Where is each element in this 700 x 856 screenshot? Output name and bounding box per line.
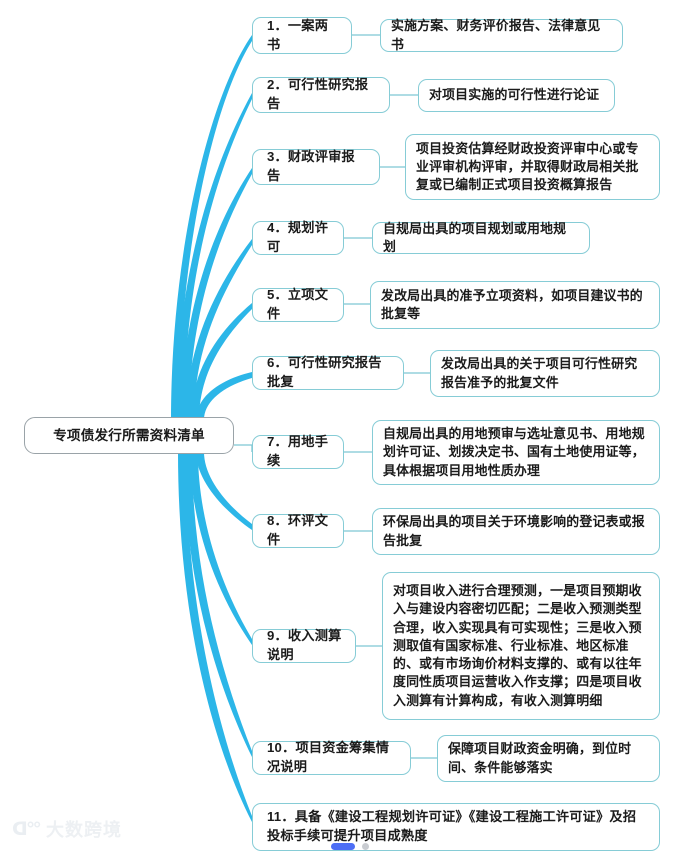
topic-node-1-label: 1．一案两书 [267, 17, 329, 52]
topic-node-10[interactable]: 10．项目资金筹集情况说明 [252, 740, 411, 775]
topic-node-6-label: 6．可行性研究报告批复 [267, 355, 382, 389]
topic-node-1[interactable]: 1．一案两书 [252, 17, 352, 54]
page-dot-1[interactable] [331, 843, 355, 850]
topic-node-9[interactable]: 9．收入测算说明 [252, 628, 356, 663]
watermark-logo-icon: ᗡ°° [12, 819, 41, 840]
watermark: ᗡ°° 大数跨境 [12, 820, 122, 839]
detail-node-5[interactable]: 发改局出具的准予立项资料，如项目建议书的批复等 [370, 281, 660, 329]
branch-curve-8 [196, 452, 252, 530]
detail-node-6[interactable]: 发改局出具的关于项目可行性研究报告准予的批复文件 [430, 350, 660, 397]
root-node[interactable]: 专项债发行所需资料清单 [24, 417, 234, 454]
detail-node-5-text: 发改局出具的准予立项资料，如项目建议书的批复等 [381, 287, 643, 321]
branch-curve-3 [181, 168, 252, 420]
detail-node-4-text: 自规局出具的项目规划或用地规划 [383, 220, 567, 254]
detail-node-1-text: 实施方案、财务评价报告、法律意见书 [391, 18, 601, 52]
detail-node-8[interactable]: 环保局出具的项目关于环境影响的登记表或报告批复 [372, 508, 660, 555]
branch-curve-4 [186, 239, 252, 420]
branch-curve-5 [191, 303, 252, 420]
page-indicator[interactable] [331, 843, 369, 850]
detail-node-4[interactable]: 自规局出具的项目规划或用地规划 [372, 220, 590, 254]
topic-node-8-label: 8．环评文件 [267, 513, 329, 547]
topic-node-9-label: 9．收入测算说明 [267, 628, 342, 662]
detail-node-2-text: 对项目实施的可行性进行论证 [429, 87, 600, 103]
detail-node-10-text: 保障项目财政资金明确，到位时间、条件能够落实 [448, 741, 632, 775]
detail-node-8-text: 环保局出具的项目关于环境影响的登记表或报告批复 [383, 514, 645, 548]
page-dot-2[interactable] [362, 843, 369, 850]
topic-node-6[interactable]: 6．可行性研究报告批复 [252, 355, 404, 390]
topic-node-11-label: 11．具备《建设工程规划许可证》《建设工程施工许可证》及招投标手续可提升项目成熟… [267, 809, 637, 843]
topic-node-5[interactable]: 5．立项文件 [252, 287, 344, 322]
detail-node-1[interactable]: 实施方案、财务评价报告、法律意见书 [380, 18, 623, 52]
watermark-label: 大数跨境 [45, 819, 122, 840]
detail-node-3-text: 项目投资估算经财政投资评审中心或专业评审机构评审，并取得财政局相关批复或已编制正… [416, 140, 639, 193]
branch-curve-6 [196, 372, 252, 420]
topic-node-10-label: 10．项目资金筹集情况说明 [267, 740, 390, 774]
link-root-7 [234, 444, 253, 452]
detail-node-10[interactable]: 保障项目财政资金明确，到位时间、条件能够落实 [437, 735, 660, 782]
detail-node-7[interactable]: 自规局出具的用地预审与选址意见书、用地规划许可证、划拨决定书、国有土地使用证等，… [372, 420, 660, 485]
branch-curve-1 [171, 35, 252, 420]
topic-node-8[interactable]: 8．环评文件 [252, 513, 344, 548]
branch-curve-9 [190, 452, 252, 645]
detail-node-9[interactable]: 对项目收入进行合理预测，一是项目预期收入与建设内容密切匹配；二是收入预测类型合理… [382, 572, 660, 720]
root-node-label: 专项债发行所需资料清单 [53, 427, 205, 443]
topic-node-3[interactable]: 3．财政评审报告 [252, 149, 380, 185]
branch-curve-11 [178, 452, 252, 822]
detail-node-2[interactable]: 对项目实施的可行性进行论证 [418, 79, 615, 112]
detail-node-3[interactable]: 项目投资估算经财政投资评审中心或专业评审机构评审，并取得财政局相关批复或已编制正… [405, 134, 660, 200]
detail-node-7-text: 自规局出具的用地预审与选址意见书、用地规划许可证、划拨决定书、国有土地使用证等，… [383, 426, 645, 478]
topic-node-2-label: 2．可行性研究报告 [267, 77, 369, 111]
topic-node-7-label: 7．用地手续 [267, 434, 329, 468]
topic-node-2[interactable]: 2．可行性研究报告 [252, 77, 390, 113]
detail-node-6-text: 发改局出具的关于项目可行性研究报告准予的批复文件 [441, 356, 638, 390]
topic-node-4[interactable]: 4．规划许可 [252, 220, 344, 255]
branch-curve-2 [176, 93, 252, 420]
topic-node-4-label: 4．规划许可 [267, 220, 329, 254]
branch-curve-10 [184, 452, 252, 757]
detail-node-9-text: 对项目收入进行合理预测，一是项目预期收入与建设内容密切匹配；二是收入预测类型合理… [393, 582, 642, 708]
topic-node-11[interactable]: 11．具备《建设工程规划许可证》《建设工程施工许可证》及招投标手续可提升项目成熟… [252, 803, 660, 851]
topic-node-7[interactable]: 7．用地手续 [252, 434, 344, 469]
topic-node-3-label: 3．财政评审报告 [267, 149, 355, 183]
topic-node-5-label: 5．立项文件 [267, 287, 329, 321]
